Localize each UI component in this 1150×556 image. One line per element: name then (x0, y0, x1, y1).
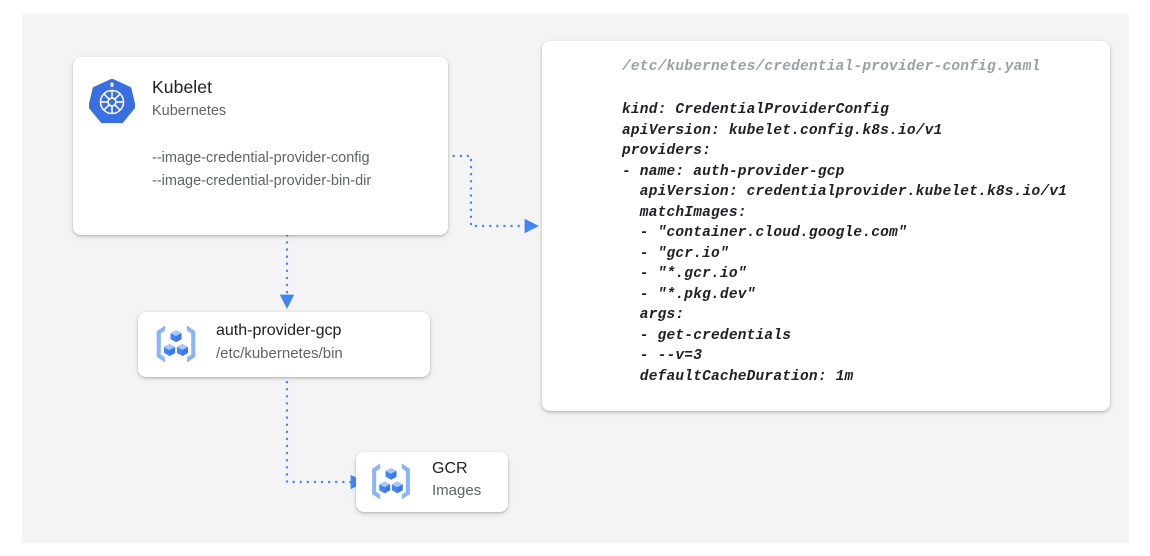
container-registry-icon (372, 463, 410, 500)
gcr-card-subtitle: Images (432, 482, 482, 499)
gcr-card[interactable]: GCR Images (356, 452, 508, 512)
kubelet-card-flags: --image-credential-provider-config --ima… (152, 147, 371, 193)
kubernetes-logo-icon (89, 79, 135, 124)
kubelet-flag-config: --image-credential-provider-config (152, 150, 370, 166)
kubelet-card-title: Kubelet (152, 77, 213, 97)
kubelet-card-subtitle: Kubernetes (152, 103, 227, 119)
yaml-config-card[interactable]: /etc/kubernetes/credential-provider-conf… (542, 41, 1110, 411)
container-registry-icon (156, 325, 196, 363)
gcr-card-title: GCR (432, 460, 468, 477)
kubelet-card[interactable]: Kubelet Kubernetes --image-credential-pr… (73, 57, 448, 235)
yaml-file-path: /etc/kubernetes/credential-provider-conf… (622, 59, 1041, 75)
auth-provider-card-subtitle: /etc/kubernetes/bin (216, 345, 343, 362)
yaml-config-content: kind: CredentialProviderConfig apiVersio… (622, 102, 1068, 385)
auth-provider-card[interactable]: auth-provider-gcp /etc/kubernetes/bin (138, 312, 430, 377)
auth-provider-card-title: auth-provider-gcp (216, 322, 342, 339)
kubelet-flag-bin-dir: --image-credential-provider-bin-dir (152, 173, 372, 189)
